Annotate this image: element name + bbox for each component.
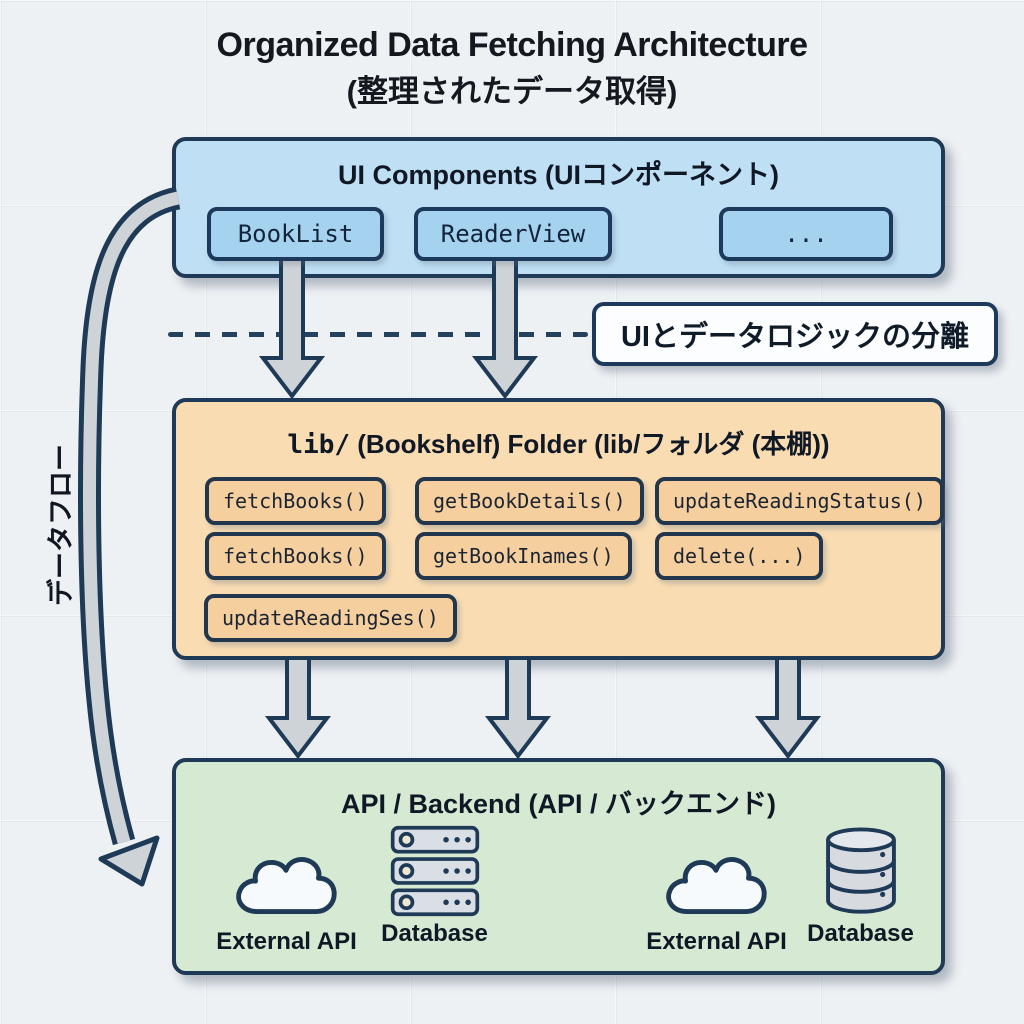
database-label: Database: [381, 920, 488, 947]
separation-label-box: UIとデータロジックの分離: [592, 302, 998, 366]
cloud-icon: [228, 832, 346, 926]
database-item-2: Database: [788, 824, 933, 948]
ui-components-title: UI Components (UIコンポーネント): [338, 160, 779, 190]
arrow-lib-to-api-1: [264, 656, 332, 760]
fn-fetchbooks-1: fetchBooks(): [205, 477, 386, 525]
fn-updatereadingstatus: updateReadingStatus(): [655, 477, 944, 525]
ui-components-box: UI Components (UIコンポーネント) BookList Reade…: [172, 137, 945, 278]
fn-fetchbooks-2: fetchBooks(): [205, 532, 386, 580]
database-label: Database: [807, 920, 914, 947]
external-api-label: External API: [216, 928, 357, 955]
data-flow-label: データフロー: [46, 444, 76, 606]
arrow-ui-to-lib-2: [471, 256, 539, 400]
server-icon: [389, 824, 481, 918]
arrow-lib-to-api-2: [484, 656, 552, 760]
arrow-lib-to-api-3: [754, 656, 822, 760]
external-api-item-2: External API: [624, 832, 809, 956]
fn-delete: delete(...): [655, 532, 824, 580]
external-api-item-1: External API: [194, 832, 379, 956]
lib-folder-title: lib/ (Bookshelf) Folder (lib/フォルダ (本棚)): [176, 424, 941, 461]
fn-getbookinames: getBookInames(): [415, 532, 632, 580]
separation-dashed-line: [168, 332, 588, 337]
database-item-1: Database: [362, 824, 507, 948]
database-icon: [822, 824, 900, 918]
lib-folder-title-code: lib/: [287, 430, 351, 460]
component-ellipsis: ...: [719, 207, 893, 261]
fn-getbookdetails: getBookDetails(): [415, 477, 644, 525]
lib-folder-title-rest: (Bookshelf) Folder (lib/フォルダ (本棚)): [350, 429, 830, 459]
page-title: Organized Data Fetching Architecture: [216, 26, 808, 64]
arrow-ui-to-lib-1: [258, 256, 326, 400]
component-readerview: ReaderView: [414, 207, 612, 261]
page-subtitle: (整理されたデータ取得): [346, 74, 678, 109]
api-backend-box: API / Backend (API / バックエンド) External AP…: [172, 758, 945, 975]
component-booklist: BookList: [207, 207, 384, 261]
cloud-icon: [658, 832, 776, 926]
separation-label: UIとデータロジックの分離: [620, 321, 969, 353]
api-backend-title: API / Backend (API / バックエンド): [340, 789, 777, 819]
fn-updatereadingses: updateReadingSes(): [204, 594, 457, 642]
lib-folder-box: lib/ (Bookshelf) Folder (lib/フォルダ (本棚)) …: [172, 398, 945, 660]
data-flow-curved-arrow: [78, 186, 181, 887]
external-api-label: External API: [646, 928, 787, 955]
